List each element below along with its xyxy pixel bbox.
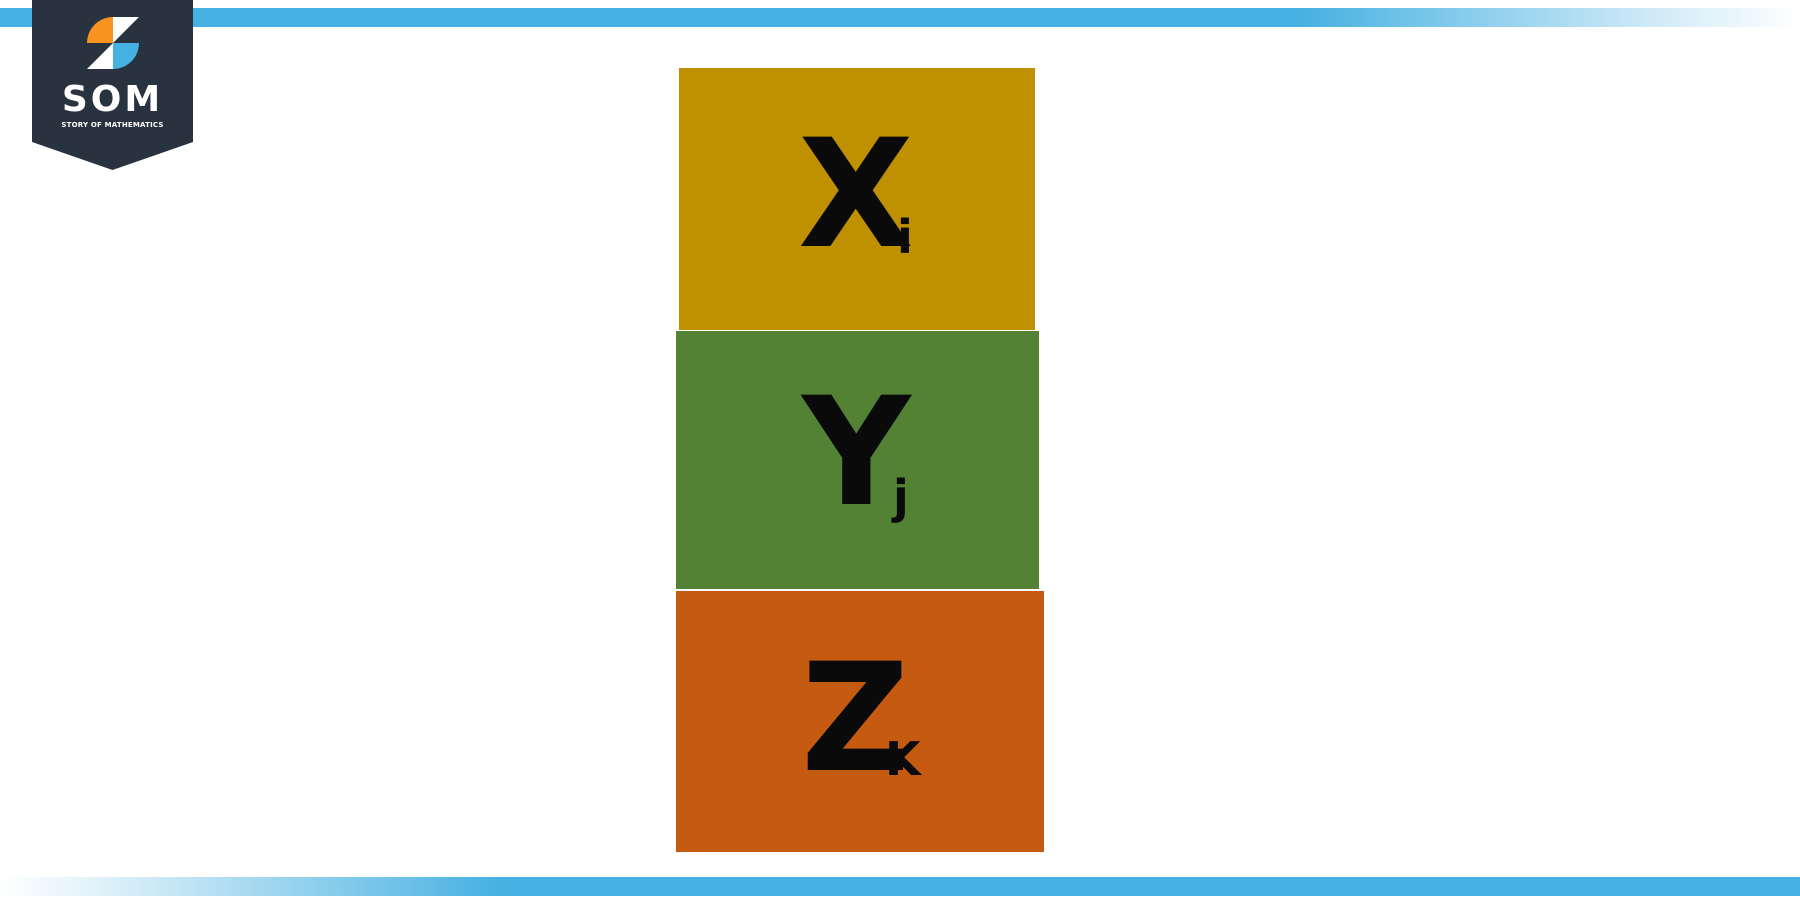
block-letter: X — [798, 108, 914, 282]
block-label: X i — [679, 68, 1035, 330]
block-letter: Z — [801, 632, 910, 806]
block-label: Z K — [676, 591, 1044, 852]
bottom-accent-stripe — [0, 877, 1800, 896]
logo-mark-icon — [87, 17, 139, 69]
block-letter: Y — [802, 366, 911, 540]
block-z: Z K — [676, 591, 1044, 852]
logo-badge-shape — [32, 0, 193, 170]
logo-wordmark: SOM — [61, 79, 164, 120]
block-subscript: j — [893, 470, 909, 524]
block-x: X i — [679, 68, 1035, 330]
block-y: Y j — [676, 331, 1039, 589]
block-label: Y j — [676, 331, 1039, 589]
top-accent-stripe — [0, 8, 1800, 27]
block-subscript: i — [897, 210, 913, 264]
logo-tagline: STORY OF MATHEMATICS — [61, 121, 164, 129]
som-logo: SOM STORY OF MATHEMATICS — [32, 0, 193, 170]
block-subscript: K — [885, 732, 921, 786]
